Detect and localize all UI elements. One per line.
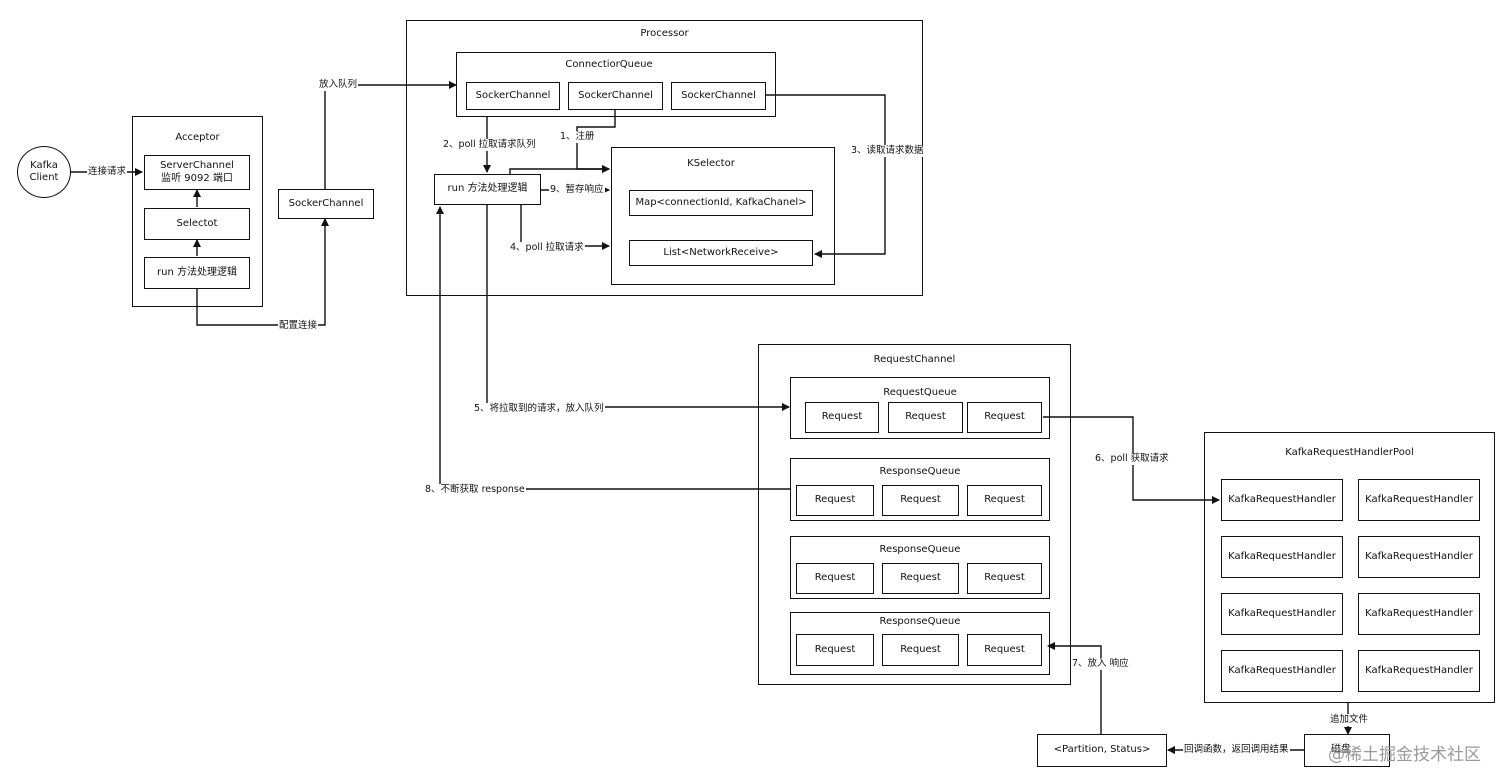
partition-status: <Partition, Status> <box>1037 734 1167 767</box>
queue-socker-channel: SockerChannel <box>466 82 560 110</box>
kselector-list: List<NetworkReceive> <box>629 240 813 266</box>
response-item: Request <box>882 634 959 666</box>
request-handler: KafkaRequestHandler <box>1358 650 1480 692</box>
kafka-client: Kafka Client <box>17 146 71 198</box>
response-item: Request <box>967 563 1042 594</box>
response-item: Request <box>882 563 959 594</box>
handler-pool-frame <box>1204 432 1495 703</box>
request-queue <box>790 377 1050 439</box>
label-register: 1、注册 <box>559 131 596 143</box>
request-handler: KafkaRequestHandler <box>1221 593 1343 635</box>
selector: Selectot <box>144 208 250 240</box>
watermark: @稀土掘金技术社区 <box>1328 745 1481 765</box>
request-queue-title: RequestQueue <box>883 387 957 398</box>
socker-channel: SockerChannel <box>278 189 374 219</box>
request-channel-frame <box>758 344 1071 685</box>
label-put-response: 7、放入 响应 <box>1071 658 1130 670</box>
acceptor-frame <box>132 116 263 307</box>
response-item: Request <box>796 563 874 594</box>
arrow-run-kselector <box>509 165 610 174</box>
request-handler: KafkaRequestHandler <box>1221 650 1343 692</box>
response-item: Request <box>967 634 1042 666</box>
connection-queue-title: ConnectiorQueue <box>565 59 653 70</box>
response-queue <box>790 612 1050 675</box>
response-item: Request <box>882 485 959 516</box>
response-queue <box>790 536 1050 599</box>
queue-socker-channel: SockerChannel <box>568 82 663 110</box>
request-handler: KafkaRequestHandler <box>1221 536 1343 578</box>
label-callback: 回调函数，返回调用结果 <box>1183 744 1290 756</box>
kselector-title: KSelector <box>687 158 735 169</box>
request-handler: KafkaRequestHandler <box>1358 479 1480 521</box>
request-handler: KafkaRequestHandler <box>1221 479 1343 521</box>
label-connect: 连接请求 <box>87 166 128 178</box>
processor-title: Processor <box>640 28 689 39</box>
label-get-response: 8、不断获取 response <box>424 484 526 496</box>
request-item: Request <box>967 402 1042 433</box>
kselector-frame <box>611 147 835 285</box>
queue-socker-channel: SockerChannel <box>671 82 766 110</box>
server-channel: ServerChannel 监听 9092 端口 <box>144 155 250 190</box>
label-put-queue: 5、将拉取到的请求，放入队列 <box>473 403 605 415</box>
response-queue <box>790 458 1050 521</box>
label-poll-req: 4、poll 拉取请求 <box>509 242 585 254</box>
response-queue-title: ResponseQueue <box>879 466 961 477</box>
handler-pool-title: KafkaRequestHandlerPool <box>1285 447 1414 458</box>
response-item: Request <box>967 485 1042 516</box>
kselector-map: Map<connectionId, KafkaChanel> <box>629 190 813 216</box>
label-poll-get: 6、poll 获取请求 <box>1094 453 1170 465</box>
response-item: Request <box>796 634 874 666</box>
label-read-data: 3、读取请求数据 <box>850 145 925 157</box>
request-handler: KafkaRequestHandler <box>1358 536 1480 578</box>
log-box: 磁盘 <box>1304 734 1390 767</box>
label-poll-queue: 2、poll 拉取请求队列 <box>442 139 537 151</box>
response-item: Request <box>796 485 874 516</box>
label-enqueue: 放入队列 <box>318 79 359 91</box>
acceptor-run: run 方法处理逻辑 <box>144 257 250 289</box>
arrow-read-data <box>766 94 886 258</box>
connection-queue <box>456 52 776 117</box>
label-stash: 9、暂存响应 <box>549 184 605 196</box>
acceptor-title: Acceptor <box>175 132 220 143</box>
label-config-conn: 配置连接 <box>278 320 319 332</box>
request-handler: KafkaRequestHandler <box>1358 593 1480 635</box>
label-append: 追加文件 <box>1329 714 1370 726</box>
processor-run: run 方法处理逻辑 <box>434 174 541 205</box>
response-queue-title: ResponseQueue <box>879 544 961 555</box>
request-channel-title: RequestChannel <box>873 354 956 365</box>
request-item: Request <box>805 402 879 433</box>
processor-frame <box>406 20 923 296</box>
response-queue-title: ResponseQueue <box>879 616 961 627</box>
request-item: Request <box>888 402 963 433</box>
arrow-put-response <box>1047 642 1102 735</box>
